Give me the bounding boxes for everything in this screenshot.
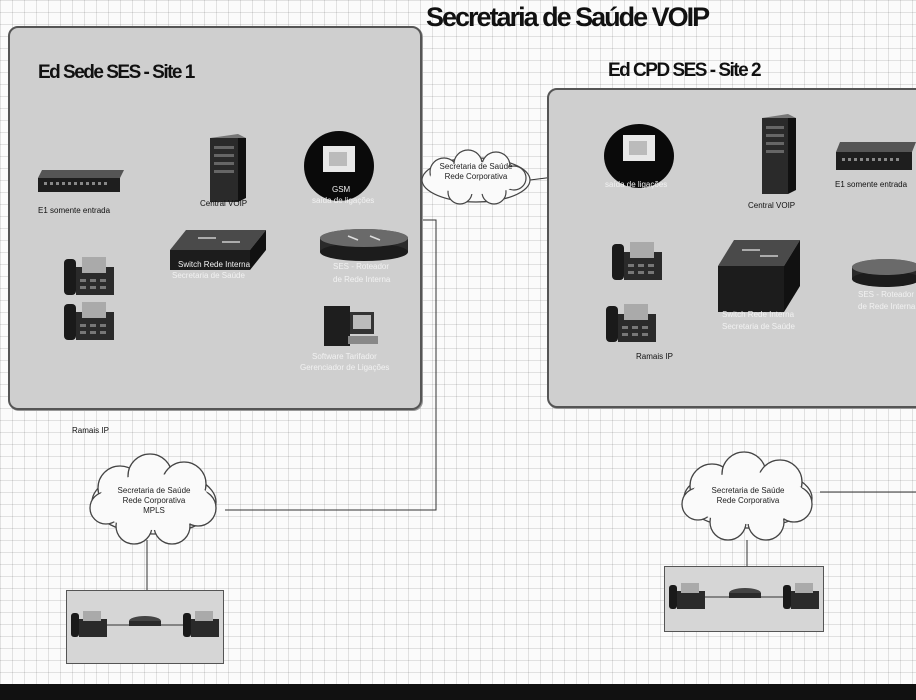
switch-icon [168,228,268,279]
e1-device-icon [36,168,126,201]
router-icon [850,258,916,295]
ip-phone-icon [62,255,116,302]
software-label-1: Software Tarifador [312,352,377,361]
ramais-left-label: Ramais IP [72,426,109,435]
cloud-right-line1: Secretaria de Saúde [711,486,785,495]
remote-site-right [664,566,824,632]
router-icon [318,228,410,267]
server-icon [760,112,798,203]
software-label-2: Gerenciador de Ligações [300,363,390,372]
site1-e1-label: E1 somente entrada [38,206,111,215]
site1-central-label: Central VOIP [200,199,248,208]
switch-icon [716,238,802,321]
site1-panel [8,26,422,410]
cloud-mpls: Secretaria de Saúde Rede Corporativa MPL… [84,448,224,553]
cloud-top: Secretaria de Saúde Rede Corporativa [418,148,534,213]
site2-e1-label: E1 somente entrada [835,180,908,189]
page-title: Secretaria de Saúde VOIP [426,2,710,32]
site1-title: Ed Sede SES - Site 1 [38,62,195,83]
ip-phone-icon [610,240,664,287]
gsm-gateway-icon [603,123,675,194]
site1-router-label-1: SES - Roteador [333,262,390,271]
cloud-left-line2: Rede Corporativa [122,496,186,505]
ip-phone-icon [604,302,658,349]
gsm-sub-label: saída de ligações [312,196,375,205]
site1-switch-label-1: Switch Rede Interna [178,260,251,269]
cloud-top-line2: Rede Corporativa [444,172,508,181]
site2-router-label-2: de Rede Interna [858,302,916,311]
ip-phone-icon [62,300,116,347]
cloud-left-line1: Secretaria de Saúde [117,486,191,495]
software-workstation-icon [322,302,380,355]
remote-site-left [66,590,224,664]
site1-switch-label-2: Secretaria de Saúde [172,271,245,280]
site1-router-label-2: de Rede Interna [333,275,391,284]
gsm-gateway-icon [303,130,375,207]
site2-switch-label-1: Switch Rede Interna [722,310,795,319]
server-icon [208,132,248,209]
cloud-right-line2: Rede Corporativa [716,496,780,505]
cloud-left-line3: MPLS [143,506,165,515]
site2-title: Ed CPD SES - Site 2 [608,60,762,81]
bottom-bar [0,684,916,700]
cloud-right: Secretaria de Saúde Rede Corporativa [676,446,820,547]
site2-switch-label-2: Secretaria de Saúde [722,322,795,331]
gsm-label: GSM [332,185,351,194]
site2-central-label: Central VOIP [748,201,796,210]
site2-gsm-label: saída de ligações [605,180,668,189]
cloud-top-line1: Secretaria de Saúde [439,162,513,171]
site2-router-label-1: SES - Roteador [858,290,915,299]
site2-ramais-label: Ramais IP [636,352,673,361]
e1-device-icon [834,140,916,179]
